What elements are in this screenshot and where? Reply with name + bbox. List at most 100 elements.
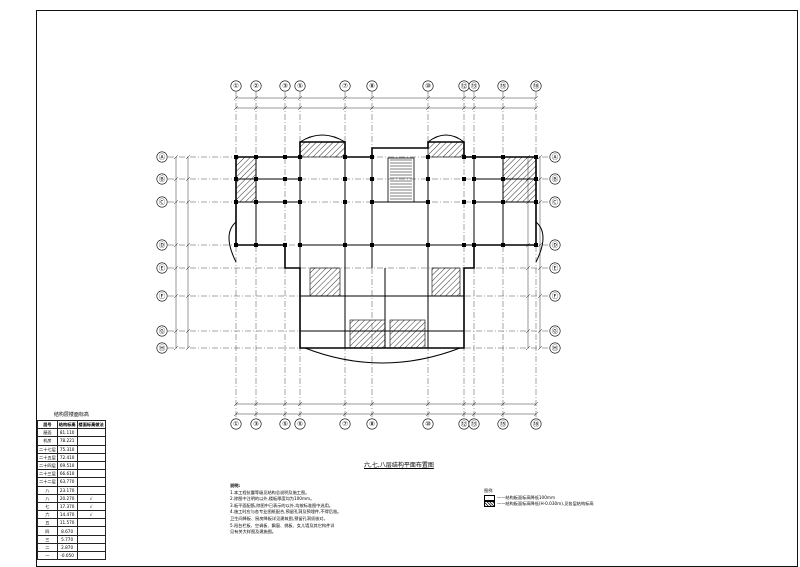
note-line: 见有关大样图及建施图。	[230, 529, 277, 535]
level-table-cell: 69.510	[56, 460, 78, 471]
axis-bubble-top: ⑧	[366, 80, 378, 92]
level-table-cell: 81.110	[56, 428, 78, 438]
svg-text:Ⓕ: Ⓕ	[159, 292, 166, 300]
level-table-cell: √	[76, 493, 106, 503]
level-table-cell: 二十二层	[37, 477, 58, 487]
svg-text:①: ①	[233, 82, 239, 90]
axis-bubble-bottom: ⑫	[458, 418, 470, 430]
level-table-cell: 二十五层	[37, 452, 58, 462]
svg-text:⑦: ⑦	[342, 82, 348, 90]
level-table-header: 结构标高	[56, 419, 78, 430]
legend-title: 图例	[484, 488, 493, 493]
svg-text:②: ②	[253, 82, 259, 90]
level-table-cell: 二十三层	[37, 469, 58, 479]
svg-text:Ⓖ: Ⓖ	[159, 327, 166, 335]
legend-item: ——结构板面标高降低(H-0.030m),见各层结构标高	[484, 501, 684, 508]
level-table-cell	[76, 485, 106, 495]
lowered-slab-zone	[389, 319, 426, 349]
svg-text:⑤: ⑤	[282, 420, 288, 428]
level-table-cell: 三	[37, 534, 58, 544]
level-table-cell: 66.610	[56, 469, 78, 479]
svg-text:Ⓗ: Ⓗ	[552, 344, 559, 352]
level-table-cell: 二十七层	[37, 444, 58, 454]
level-table-cell: √	[76, 510, 106, 520]
level-table-cell	[76, 550, 106, 561]
svg-text:⑱: ⑱	[533, 420, 540, 428]
svg-text:③: ③	[253, 420, 259, 428]
svg-text:Ⓑ: Ⓑ	[159, 175, 166, 183]
axis-bubble-left: Ⓓ	[156, 239, 168, 251]
svg-text:Ⓔ: Ⓔ	[552, 264, 559, 272]
legend-item: ——结构板面标高降低100mm	[484, 494, 684, 502]
svg-text:⑬: ⑬	[471, 420, 478, 428]
level-table-header: 楼面标高做法	[76, 419, 106, 430]
lowered-slab-zone	[299, 141, 346, 158]
axis-bubble-bottom: ⑬	[468, 418, 480, 430]
axis-bubble-right: Ⓖ	[549, 325, 561, 337]
svg-text:Ⓒ: Ⓒ	[552, 198, 559, 206]
level-table-row: 一-0.050	[37, 550, 106, 561]
axis-bubble-bottom: ①	[230, 418, 242, 430]
level-table-cell	[76, 534, 106, 544]
axis-bubble-bottom: ⑱	[530, 418, 542, 430]
level-table-cell: 五	[37, 518, 58, 528]
axis-bubble-bottom: ⑤	[294, 418, 306, 430]
legend-swatch	[484, 494, 495, 501]
level-table-cell	[76, 518, 106, 528]
svg-text:Ⓖ: Ⓖ	[552, 327, 559, 335]
axis-bubble-right: Ⓐ	[549, 151, 561, 163]
level-table-cell: -0.050	[56, 550, 78, 561]
axis-bubble-top: ⑬	[468, 80, 480, 92]
level-table-caption: 结构层楼面标高	[53, 412, 89, 418]
axis-bubble-top: ⑩	[422, 80, 434, 92]
svg-text:⑮: ⑮	[500, 420, 507, 428]
axis-bubble-right: Ⓓ	[549, 239, 561, 251]
notes-block: 说明: 1.本工程抗震等级见结构总说明及施工图。2.除图中注明的以外,楼板厚度均…	[230, 483, 440, 536]
level-table-cell: √	[76, 501, 106, 512]
lowered-slab-zone	[235, 156, 257, 180]
note-line: 4.施工时应与各专业图纸配合,预留孔洞及预埋件,不得后凿。	[230, 509, 342, 515]
axis-bubble-left: Ⓖ	[156, 325, 168, 337]
note-line: 1.本工程抗震等级见结构总说明及施工图。	[230, 489, 310, 495]
lowered-slab-zone	[427, 141, 465, 158]
svg-text:⑱: ⑱	[533, 82, 540, 90]
level-table-cell: 23.170	[56, 485, 78, 495]
note-line: 5.阳台栏板、空调板、飘窗、挑板、女儿墙及其它构件详	[230, 522, 335, 528]
level-table-cell	[76, 452, 106, 462]
level-table-cell	[76, 444, 106, 454]
level-table-cell	[76, 436, 106, 446]
level-table-cell: 63.770	[56, 477, 78, 487]
level-table-cell: 2.870	[56, 542, 78, 553]
level-table-cell: 六	[37, 510, 58, 520]
svg-text:⑧: ⑧	[369, 82, 375, 90]
axis-bubble-left: Ⓒ	[156, 196, 168, 208]
axis-bubble-bottom: ⑮	[497, 418, 509, 430]
level-table-cell: 二十四层	[37, 460, 58, 471]
svg-text:⑬: ⑬	[471, 82, 478, 90]
axis-bubble-top: ①	[230, 80, 242, 92]
axis-bubble-right: Ⓑ	[549, 173, 561, 185]
level-table-cell: 20.270	[56, 493, 78, 503]
svg-text:Ⓒ: Ⓒ	[159, 198, 166, 206]
svg-text:Ⓑ: Ⓑ	[552, 175, 559, 183]
level-table-cell	[76, 460, 106, 471]
level-table-cell: 14.470	[56, 510, 78, 520]
svg-text:Ⓕ: Ⓕ	[552, 292, 559, 300]
lowered-slab-zone	[309, 267, 341, 297]
legend-text: ——结构板面标高降低100mm	[497, 494, 556, 500]
level-table-cell: 5.770	[56, 534, 78, 544]
drawing-title: 六,七,八层结构平面布置图	[364, 462, 434, 469]
axis-bubble-left: Ⓐ	[156, 151, 168, 163]
axis-bubble-bottom: ⑩	[422, 418, 434, 430]
